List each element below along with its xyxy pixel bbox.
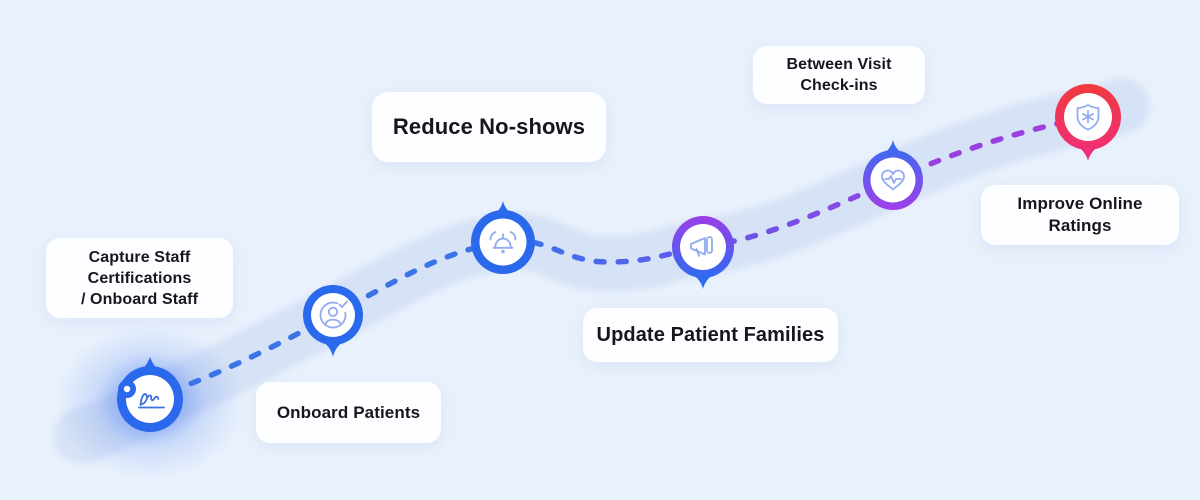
- label-line: Check-ins: [800, 77, 878, 94]
- milestone-pin-update-patient-families[interactable]: [672, 216, 734, 289]
- label-card-update-patient-families: Update Patient Families: [583, 308, 838, 362]
- label-line: Update Patient Families: [596, 324, 825, 346]
- signature-icon: [138, 393, 165, 409]
- label-line: Reduce No-shows: [392, 114, 586, 139]
- bell-icon: [489, 231, 517, 254]
- label-line: Certifications: [87, 269, 192, 287]
- label-card-reduce-no-shows: Reduce No-shows: [372, 92, 606, 162]
- shield-star-icon: [1076, 104, 1100, 131]
- milestone-pin-onboard-patients[interactable]: [303, 285, 363, 357]
- milestone-pin-capture-staff[interactable]: [117, 357, 183, 432]
- label-line: Improve Online: [1017, 194, 1143, 213]
- megaphone-icon: [690, 236, 713, 257]
- label-line: Onboard Patients: [276, 402, 421, 422]
- heart-pulse-icon: [881, 169, 905, 191]
- milestone-pin-reduce-no-shows[interactable]: [471, 201, 535, 274]
- milestone-pin-between-visit-check-ins[interactable]: [863, 140, 923, 210]
- label-card-improve-online-ratings: Improve Online Ratings: [981, 185, 1179, 245]
- label-card-between-visit-check-ins: Between Visit Check-ins: [753, 46, 925, 104]
- milestone-pin-improve-online-ratings[interactable]: [1055, 84, 1121, 161]
- user-check-icon: [319, 300, 348, 329]
- label-line: Ratings: [1048, 216, 1112, 235]
- label-card-capture-staff: Capture Staff Certifications / Onboard S…: [46, 238, 233, 318]
- label-line: / Onboard Staff: [80, 290, 199, 308]
- label-line: Between Visit: [786, 56, 892, 73]
- label-line: Capture Staff: [88, 248, 191, 266]
- label-card-onboard-patients: Onboard Patients: [256, 382, 441, 443]
